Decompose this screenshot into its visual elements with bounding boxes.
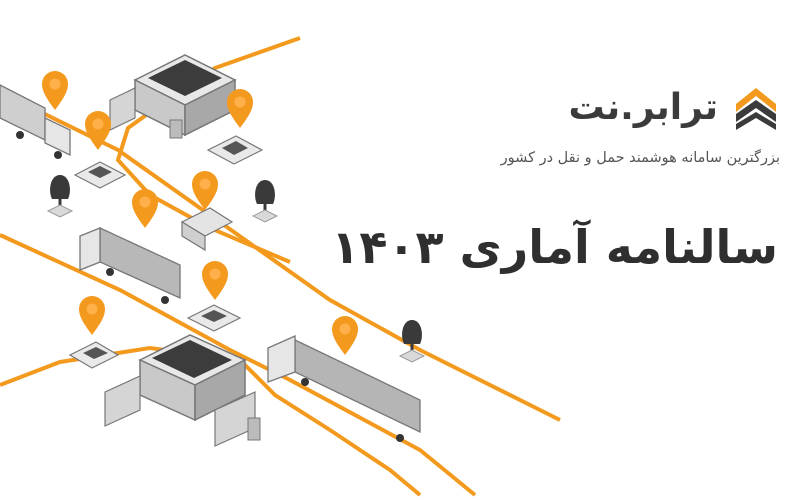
tree-icon: [47, 174, 73, 218]
car-icon: [186, 304, 242, 332]
road-line: [0, 345, 422, 497]
truck-icon: [0, 84, 71, 159]
location-pin-icon: [332, 316, 358, 355]
road-line: [0, 233, 477, 497]
tree-icon: [252, 179, 278, 223]
location-pin-icon: [79, 296, 105, 335]
van-icon: [180, 207, 234, 252]
car-icon: [68, 341, 120, 369]
warehouse-icon: [104, 334, 261, 447]
location-pin-icon: [227, 89, 253, 128]
location-pin-icon: [202, 261, 228, 300]
tagline: بزرگترین سامانه هوشمند حمل و نقل در کشور: [500, 150, 780, 166]
truck-icon: [267, 334, 421, 442]
truck-icon: [79, 226, 181, 304]
warehouse-icon: [109, 54, 237, 139]
location-pin-icon: [132, 189, 158, 228]
headline: سالنامه آماری ۱۴۰۳: [331, 220, 778, 274]
tarabar-house-chevron-icon: [736, 88, 776, 130]
car-icon: [206, 135, 264, 165]
tree-icon: [399, 319, 425, 363]
road-line: [0, 90, 561, 422]
brand-name: ترابر.نت: [568, 87, 718, 128]
location-pin-icon: [42, 71, 68, 110]
brand-lockup: ترابر.نت: [569, 82, 782, 134]
car-icon: [73, 161, 127, 189]
